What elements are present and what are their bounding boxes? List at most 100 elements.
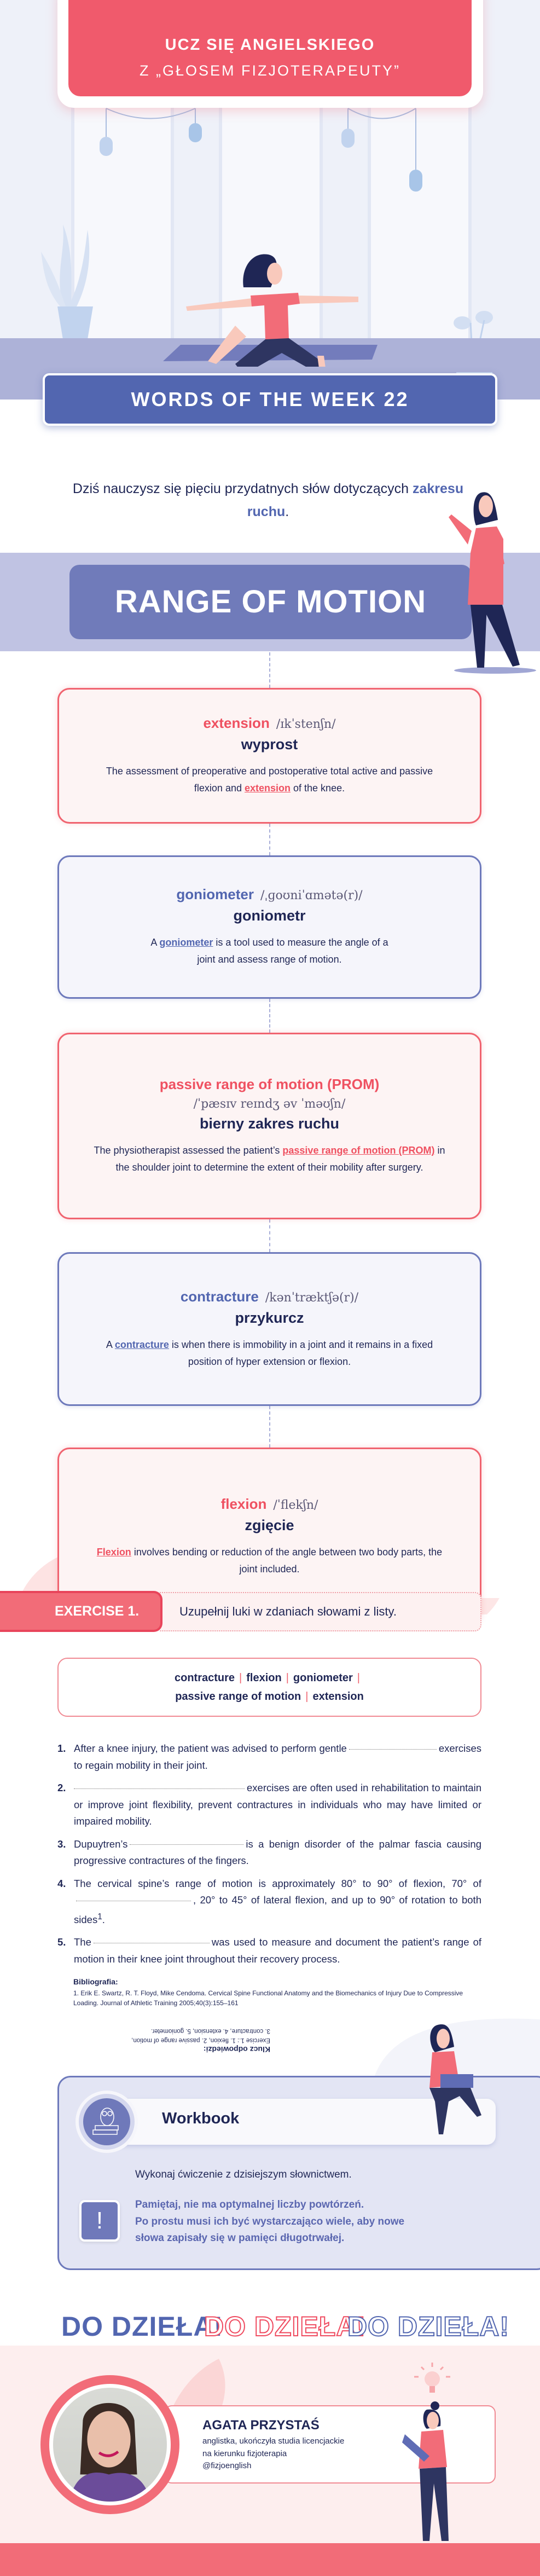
example-highlight: passive range of motion (PROM)	[282, 1145, 435, 1156]
bibliography: Bibliografia: 1. Erik E. Swartz, R. T. F…	[73, 1977, 467, 2008]
author-bio-line: anglistka, ukończyła studia licencjackie	[202, 2436, 345, 2446]
connector-line	[269, 1219, 270, 1252]
exercise-item: 2. exercises are often used in rehabilita…	[57, 1780, 481, 1830]
cta-text-outline: DO DZIEŁA!	[204, 2311, 367, 2342]
vocab-term: extension	[203, 715, 270, 731]
intro-text-after: .	[285, 504, 289, 519]
item-number: 4.	[57, 1877, 66, 1889]
footnote-marker: 1	[97, 1912, 102, 1921]
exercise-item: 4. The cervical spine’s range of motion i…	[57, 1875, 481, 1929]
reminder-line: Po prostu musi ich być wystarczająco wie…	[135, 2215, 405, 2227]
word-bank-item: passive range of motion	[175, 1691, 301, 1703]
example-text: A	[106, 1339, 115, 1350]
item-text: After a knee injury, the patient was adv…	[74, 1743, 347, 1754]
item-number: 2.	[57, 1782, 66, 1793]
exercise-item: 1. After a knee injury, the patient was a…	[57, 1740, 481, 1774]
topic-title: RANGE OF MOTION	[69, 565, 472, 639]
decorative-blob	[372, 2018, 540, 2085]
word-bank-item: contracture	[175, 1672, 235, 1684]
example-text: is when there is immobility in a joint a…	[169, 1339, 433, 1367]
exercise-instruction: Uzupełnij luki w zdaniach słowami z list…	[160, 1592, 481, 1631]
hanging-lamps-illustration	[100, 108, 422, 192]
word-bank-item: extension	[312, 1691, 364, 1703]
item-text: was used to measure and document the pat…	[74, 1936, 481, 1965]
example-text: in the shoulder joint to determine the e…	[115, 1145, 445, 1173]
example-highlight: goniometer	[159, 937, 213, 948]
answer-blank[interactable]	[130, 1844, 244, 1845]
vocab-term: goniometer	[176, 886, 254, 902]
item-number: 1.	[57, 1743, 66, 1754]
item-text: The cervical spine’s range of motion is …	[74, 1877, 481, 1889]
word-bank-item: goniometer	[293, 1672, 353, 1684]
intro-text: Dziś nauczysz się pięciu przydatnych słó…	[66, 477, 471, 523]
intro-text-before: Dziś nauczysz się pięciu przydatnych słó…	[72, 481, 413, 496]
vocab-ipa: /kənˈtræktʃə(r)/	[265, 1290, 359, 1305]
example-text: is a tool used to measure the angle of a…	[197, 937, 388, 965]
answer-blank[interactable]	[349, 1749, 437, 1750]
workbook-reminder: Pamiętaj, nie ma optymalnej liczby powtó…	[135, 2197, 404, 2247]
item-number: 5.	[57, 1936, 66, 1948]
header-banner: UCZ SIĘ ANGIELSKIEGO Z „GŁOSEM FIZJOTERA…	[68, 0, 472, 96]
intro-highlight: zakresu ruchu	[247, 481, 464, 519]
vocab-card-contracture: contracture/kənˈtræktʃə(r)/ przykurcz A …	[57, 1252, 481, 1406]
connector-line	[269, 652, 270, 688]
vocab-example: Flexion involves bending or reduction of…	[92, 1544, 447, 1578]
vocab-translation: bierny zakres ruchu	[199, 1115, 340, 1132]
item-text: Dupuytren’s	[74, 1838, 128, 1850]
vocab-term: contracture	[180, 1288, 259, 1305]
cta-text: DO DZIEŁA!	[61, 2311, 224, 2342]
reminder-line: Pamiętaj, nie ma optymalnej liczby powtó…	[135, 2199, 364, 2210]
vocab-term: passive range of motion (PROM)	[159, 1076, 380, 1092]
vocab-translation: przykurcz	[235, 1309, 304, 1326]
pointing-woman-illustration	[449, 492, 536, 674]
bibliography-heading: Bibliografia:	[73, 1977, 118, 1986]
item-text: The	[74, 1936, 91, 1948]
vocab-ipa: /ˌɡoʊniˈɑmətə(r)/	[260, 889, 363, 902]
header-subtitle: Z „GŁOSEM FIZJOTERAPEUTY”	[139, 62, 401, 79]
window-illustration	[368, 104, 472, 373]
sitting-woman-laptop-illustration	[429, 2024, 481, 2134]
footer-bar	[0, 2543, 540, 2576]
example-text: A	[150, 937, 160, 948]
item-text: exercises are often used in rehabilitati…	[74, 1782, 481, 1827]
plant-illustration	[41, 224, 93, 339]
word-bank-item: flexion	[246, 1672, 282, 1684]
vocab-example: A contracture is when there is immobilit…	[92, 1336, 447, 1370]
answer-key-line: Exercise 1.: 1. flexion, 2. passive rang…	[131, 2037, 270, 2044]
word-bank: contracture|flexion|goniometer| passive …	[57, 1658, 481, 1717]
author-bio-line: na kierunku fizjoterapia	[202, 2448, 287, 2458]
vocab-card-goniometer: goniometer/ˌɡoʊniˈɑmətə(r)/ goniometr A …	[57, 855, 481, 999]
workbook-header	[106, 2099, 496, 2145]
vocab-card-extension: extension/ɪkˈstenʃn/ wyprost The assessm…	[57, 688, 481, 824]
vocab-translation: zgięcie	[245, 1517, 294, 1533]
lightbulb-icon	[414, 2363, 450, 2393]
vocab-example: The assessment of preoperative and posto…	[92, 763, 447, 797]
connector-line	[269, 824, 270, 855]
exclamation-icon: !	[79, 2200, 120, 2242]
item-text: , 20° to 45° of lateral flexion, and up …	[74, 1894, 481, 1925]
reading-woman-illustration	[402, 2401, 449, 2541]
author-photo	[40, 2375, 179, 2514]
answer-key-upside-down: Klucz odpowiedzi: Exercise 1.: 1. flexio…	[104, 2026, 270, 2054]
item-number: 3.	[57, 1838, 66, 1850]
header-title: UCZ SIĘ ANGIELSKIEGO	[165, 36, 375, 54]
author-bio: anglistka, ukończyła studia licencjackie…	[202, 2435, 344, 2473]
words-of-the-week-banner: WORDS OF THE WEEK 22	[43, 373, 497, 426]
vocab-translation: goniometr	[233, 907, 306, 924]
item-text: is a benign disorder of the palmar fasci…	[74, 1838, 481, 1867]
decorative-leaf-shape	[22, 1552, 159, 1593]
vocab-ipa: /ˈflekʃn/	[273, 1498, 318, 1512]
answer-key-line: 3. contracture, 4. extension, 5. goniome…	[151, 2028, 270, 2034]
example-highlight: contracture	[114, 1339, 169, 1350]
author-portrait	[69, 2403, 151, 2502]
answer-blank[interactable]	[74, 1788, 245, 1789]
reminder-line: słowa zapisały się w pamięci długotrwałe…	[135, 2232, 345, 2244]
example-highlight: Flexion	[96, 1547, 131, 1558]
answer-key-heading: Klucz odpowiedzi:	[203, 2045, 270, 2054]
yoga-woman-illustration	[163, 254, 378, 367]
example-text: involves bending or reduction of the ang…	[131, 1547, 443, 1574]
owl-books-icon	[79, 2094, 135, 2150]
example-highlight: extension	[244, 783, 291, 794]
